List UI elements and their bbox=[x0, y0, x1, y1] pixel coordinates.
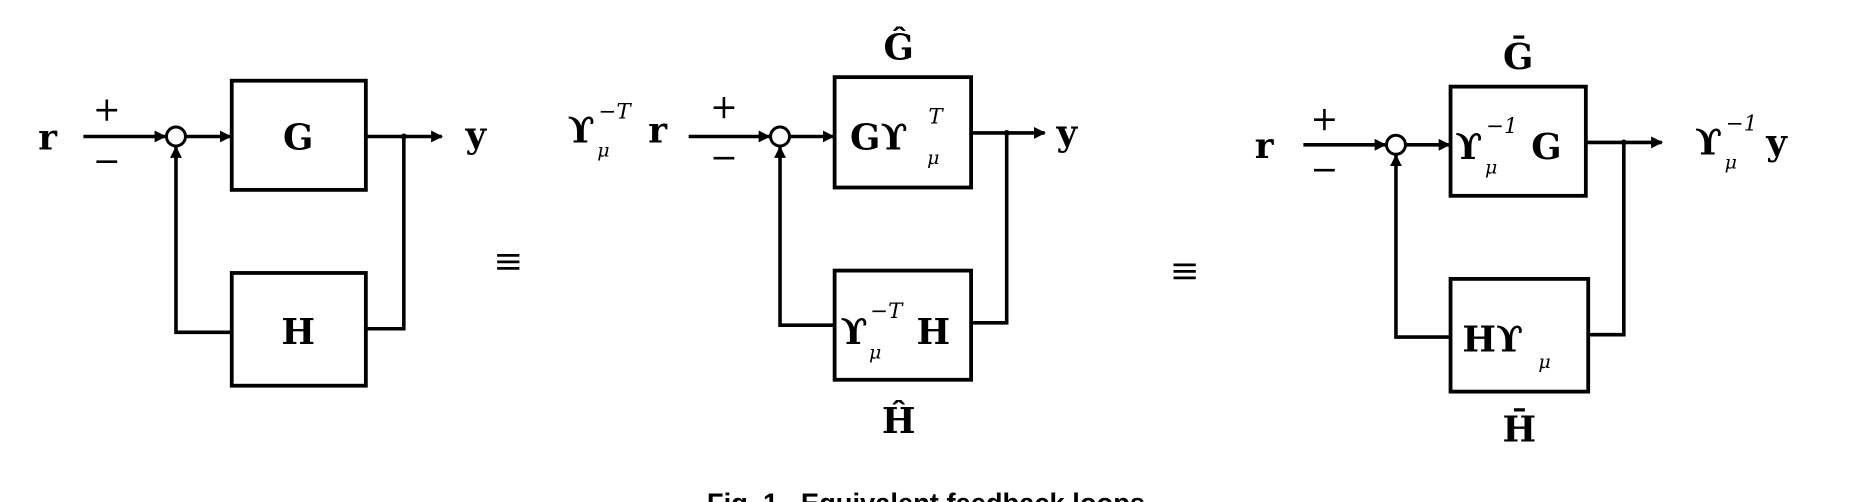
minus-sign: − bbox=[93, 141, 121, 180]
block-upsilon-h bbox=[832, 268, 973, 382]
feedback-line-left bbox=[1390, 154, 1451, 339]
block-h-main: Hϒ bbox=[1462, 319, 1523, 360]
g-bar-label: Ḡ bbox=[1503, 35, 1533, 78]
equivalence-symbol-2: ≡ bbox=[1170, 250, 1200, 291]
loop-3: Ḡ r + − ϒ −1 μ G ϒ −1 μ y Hϒ μ H̄ bbox=[1255, 35, 1788, 451]
loop-1: r + − G y H bbox=[38, 78, 488, 388]
block-h-sup: −T bbox=[870, 299, 904, 324]
block-g-sup: −1 bbox=[1486, 114, 1518, 139]
loop1-output: y bbox=[465, 115, 488, 156]
h-hat-label: Ĥ bbox=[882, 400, 916, 442]
block-g-main: Gϒ bbox=[850, 118, 908, 159]
g-hat-label: Ĝ bbox=[884, 26, 914, 68]
feedback-line-right bbox=[365, 136, 406, 331]
h-bar-label: H̄ bbox=[1503, 407, 1537, 450]
feedback-line-left bbox=[170, 145, 232, 335]
plus-sign: + bbox=[710, 88, 738, 127]
input-sup: −T bbox=[598, 100, 632, 125]
loop3-input: r bbox=[1255, 126, 1275, 167]
input-sub: μ bbox=[597, 140, 609, 162]
block-h-sub: μ bbox=[869, 341, 881, 363]
output-upsilon: ϒ bbox=[1695, 122, 1722, 163]
block-g-sub: μ bbox=[927, 147, 939, 169]
summing-junction bbox=[1384, 133, 1407, 156]
block-h-tail: H bbox=[917, 312, 951, 353]
block-h-sub: μ bbox=[1538, 351, 1550, 373]
block-g-upsilon bbox=[832, 75, 973, 190]
block-g-tail: G bbox=[1531, 127, 1561, 168]
block-g-sub: μ bbox=[1485, 156, 1497, 178]
block-g-sup: T bbox=[928, 104, 944, 129]
plus-sign: + bbox=[1311, 100, 1339, 139]
minus-sign: − bbox=[710, 138, 738, 177]
input-upsilon: ϒ bbox=[568, 110, 595, 151]
minus-sign: − bbox=[1311, 149, 1339, 188]
figure-caption: Fig. 1. Equivalent feedback loops bbox=[707, 488, 1145, 502]
input-r: r bbox=[648, 110, 668, 151]
feedback-line-right bbox=[1588, 142, 1626, 337]
output-sup: −1 bbox=[1726, 112, 1758, 137]
equivalence-symbol-1: ≡ bbox=[493, 241, 523, 282]
loop-2: Ĝ ϒ −T μ r + − Gϒ T μ y ϒ −T μ H Ĥ bbox=[568, 26, 1079, 442]
summing-junction bbox=[164, 125, 187, 148]
block-g-label: G bbox=[283, 118, 313, 159]
plus-sign: + bbox=[93, 90, 121, 129]
feedback-line-left bbox=[774, 145, 835, 327]
loop1-input: r bbox=[38, 118, 58, 159]
block-upsilon-g bbox=[1448, 84, 1588, 198]
summing-junction bbox=[769, 125, 792, 148]
loop2-output: y bbox=[1056, 113, 1079, 154]
feedback-line-right bbox=[971, 132, 1009, 325]
block-h-main: ϒ bbox=[841, 312, 868, 353]
block-h-label: H bbox=[281, 312, 315, 353]
block-g-main: ϒ bbox=[1455, 127, 1482, 168]
output-y: y bbox=[1765, 122, 1788, 163]
output-sub: μ bbox=[1725, 152, 1737, 174]
